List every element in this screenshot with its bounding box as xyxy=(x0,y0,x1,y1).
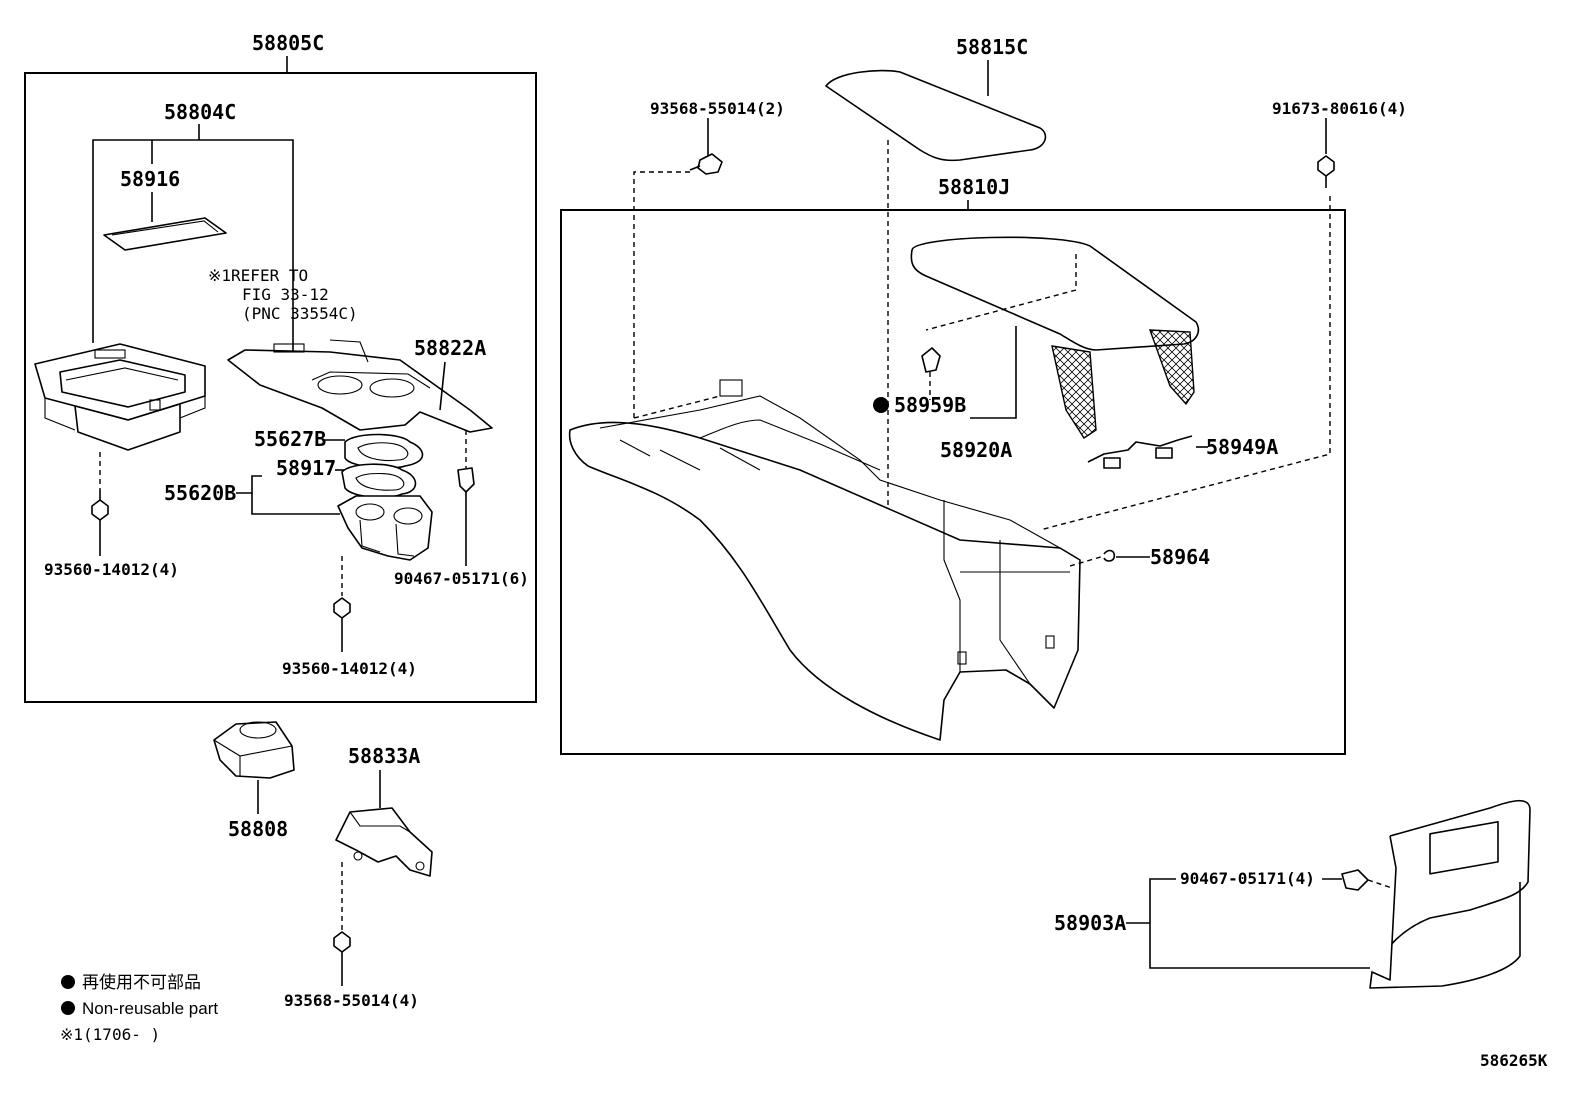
part-58920A-lid[interactable] xyxy=(910,236,1200,439)
part-93560-screw-b[interactable] xyxy=(333,597,351,619)
legend-bullet-en xyxy=(61,1001,75,1015)
part-58808-knob-group: 58808 xyxy=(213,721,295,841)
label-90467-05171-4[interactable]: 90467-05171(4) xyxy=(1180,869,1315,888)
label-90467-05171-6[interactable]: 90467-05171(6) xyxy=(394,569,529,588)
part-58917-seal[interactable] xyxy=(341,463,417,499)
label-58964[interactable]: 58964 xyxy=(1150,545,1210,569)
label-58959B[interactable]: 58959B xyxy=(894,393,966,417)
part-90467-clip-b[interactable] xyxy=(1341,869,1369,891)
legend-non-reusable-jp: 再使用不可部品 xyxy=(82,972,201,992)
label-93560-14012-b[interactable]: 93560-14012(4) xyxy=(282,659,417,678)
label-58810J[interactable]: 58810J xyxy=(938,175,1010,199)
label-58822A[interactable]: 58822A xyxy=(414,336,486,360)
refer-note-line2: FIG 33-12 xyxy=(242,285,329,304)
part-58833A-group: 58833A 93568-55014(4) xyxy=(284,744,433,1010)
part-58810J-console[interactable] xyxy=(568,379,1081,741)
label-93568-55014-4[interactable]: 93568-55014(4) xyxy=(284,991,419,1010)
label-58949A[interactable]: 58949A xyxy=(1206,435,1278,459)
label-58833A[interactable]: 58833A xyxy=(348,744,420,768)
part-58949A-hinge[interactable] xyxy=(1087,435,1193,469)
assembly-58810J-group: 58810J 58959B 58920A 58949A xyxy=(560,175,1346,755)
label-93568-55014-2[interactable]: 93568-55014(2) xyxy=(650,99,785,118)
part-90467-clip-a[interactable] xyxy=(457,467,475,493)
legend-bullet-jp xyxy=(61,975,75,989)
part-58903A-group: 90467-05171(4) 58903A xyxy=(1054,799,1531,989)
label-58920A[interactable]: 58920A xyxy=(940,438,1012,462)
part-93568-screw-d[interactable] xyxy=(689,153,723,175)
label-58815C[interactable]: 58815C xyxy=(956,35,1028,59)
part-55620B-cupholder[interactable] xyxy=(337,495,433,561)
assembly-box-right xyxy=(560,209,1346,755)
part-58903A-panel[interactable] xyxy=(1369,799,1531,989)
part-91673-screw-group: 91673-80616(4) xyxy=(1039,99,1407,531)
refer-note-line1: ※1REFER TO xyxy=(208,266,308,285)
label-58917[interactable]: 58917 xyxy=(276,456,336,480)
part-58808-knob[interactable] xyxy=(213,721,295,779)
part-58804C-tray[interactable] xyxy=(34,343,206,451)
legend-note: ※1(1706- ) xyxy=(60,1025,160,1044)
label-93560-14012-a[interactable]: 93560-14012(4) xyxy=(44,560,179,579)
part-58916-mat[interactable] xyxy=(103,217,227,251)
label-58805C[interactable]: 58805C xyxy=(252,31,324,55)
part-91673-screw[interactable] xyxy=(1317,155,1335,188)
legend: 再使用不可部品 Non-reusable part ※1(1706- ) xyxy=(60,972,218,1044)
legend-non-reusable-en: Non-reusable part xyxy=(82,999,218,1018)
part-58959B-clip[interactable] xyxy=(921,347,941,373)
label-58808[interactable]: 58808 xyxy=(228,817,288,841)
label-55620B[interactable]: 55620B xyxy=(164,481,236,505)
refer-note-line3: (PNC 33554C) xyxy=(242,304,358,323)
part-93568-screw-c[interactable] xyxy=(333,931,351,953)
assembly-58805C-group: 58805C 58804C 58916 ※1REFER TO FIG 33-12… xyxy=(24,31,537,703)
part-58815C-pad[interactable] xyxy=(825,69,1047,162)
label-58804C[interactable]: 58804C xyxy=(164,100,236,124)
label-91673-80616-4[interactable]: 91673-80616(4) xyxy=(1272,99,1407,118)
part-58964-clip[interactable] xyxy=(1103,549,1116,562)
figure-id: 586265K xyxy=(1480,1051,1548,1070)
label-58903A[interactable]: 58903A xyxy=(1054,911,1126,935)
part-55627B-seal[interactable] xyxy=(344,433,424,469)
part-58815C-group: 58815C xyxy=(825,35,1047,520)
non-reusable-mark-58959B xyxy=(873,397,889,413)
part-93568-screw-d-group: 93568-55014(2) xyxy=(633,99,785,418)
part-93560-screw-a[interactable] xyxy=(91,490,109,521)
part-58822A-panel[interactable] xyxy=(227,339,493,433)
label-58916[interactable]: 58916 xyxy=(120,167,180,191)
label-55627B[interactable]: 55627B xyxy=(254,427,326,451)
assembly-box-left xyxy=(24,72,537,703)
part-58833A-bracket[interactable] xyxy=(335,807,433,877)
